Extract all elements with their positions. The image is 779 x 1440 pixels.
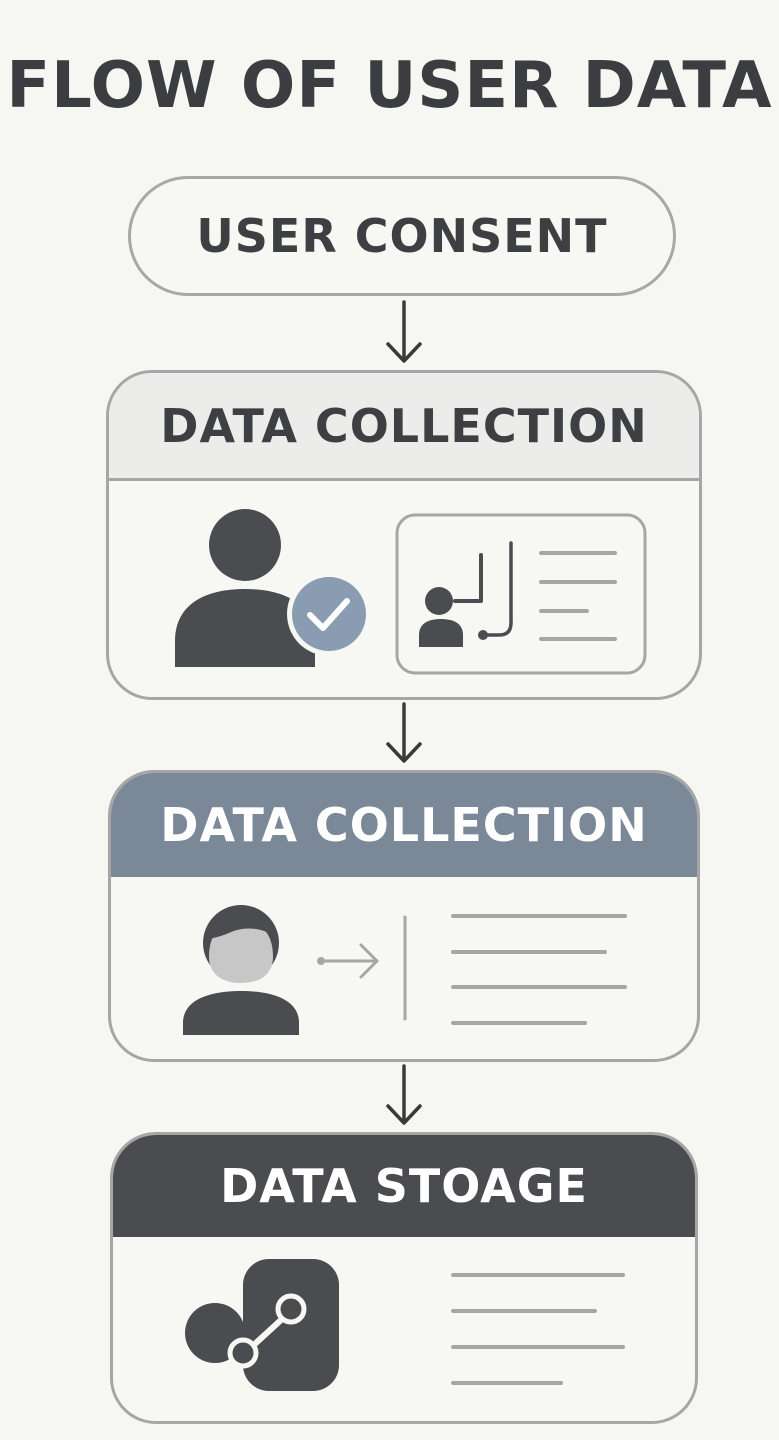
text-lines (451, 1273, 625, 1385)
step-data-storage-header: DATA STOAGE (113, 1135, 695, 1237)
share-icon (185, 1259, 339, 1391)
form-document-icon (395, 513, 647, 675)
arrow-down-icon (386, 1064, 422, 1125)
step-data-collection-2-label: DATA COLLECTION (160, 798, 648, 852)
diagram-title: FLOW OF USER DATA (6, 49, 773, 123)
step-data-collection-2-header: DATA COLLECTION (111, 773, 697, 877)
step-data-collection-header: DATA COLLECTION (109, 373, 699, 481)
step-user-consent-label: USER CONSENT (196, 209, 608, 263)
step-data-storage-label: DATA STOAGE (220, 1159, 588, 1213)
step-data-collection-2-card: DATA COLLECTION (108, 770, 700, 1062)
text-lines (451, 914, 627, 1025)
step-data-collection-label: DATA COLLECTION (160, 398, 648, 453)
user-verified-icon (175, 509, 371, 667)
arrow-down-icon (386, 702, 422, 763)
arrow-right-icon (317, 943, 379, 979)
step-data-storage-card: DATA STOAGE (110, 1132, 698, 1424)
step-user-consent: USER CONSENT (128, 176, 676, 296)
user-avatar-icon (183, 905, 299, 1035)
arrow-down-icon (386, 300, 422, 363)
step-data-collection-card: DATA COLLECTION (106, 370, 702, 700)
